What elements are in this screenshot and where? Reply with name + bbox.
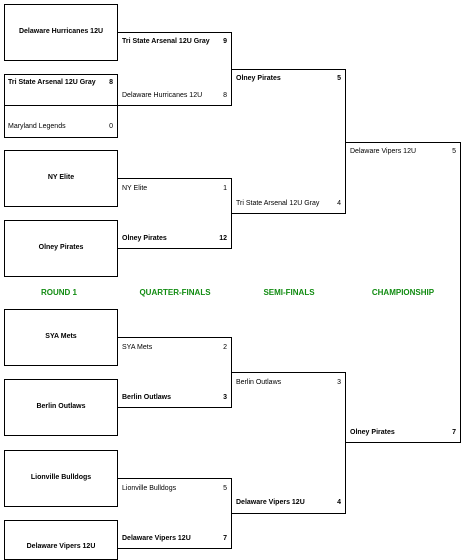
- final-team-score: 5: [452, 148, 456, 155]
- round-label-semi-finals: SEMI-FINALS: [263, 288, 315, 297]
- qf-team-score: 8: [223, 92, 227, 99]
- bracket-line: [231, 513, 345, 514]
- bracket-line: [345, 69, 346, 214]
- bracket-line: [345, 372, 346, 514]
- qf-team-name: Berlin Outlaws: [122, 394, 172, 401]
- bracket-line: [345, 442, 461, 443]
- round1-team-name: Berlin Outlaws: [36, 403, 86, 410]
- round1-match-box: [4, 379, 118, 436]
- sf-team-name: Delaware Vipers 12U: [236, 499, 305, 506]
- bracket-line: [118, 548, 232, 549]
- sf-team-score: 4: [337, 499, 341, 506]
- qf-team-name: NY Elite: [122, 185, 148, 192]
- qf-team-score: 5: [223, 485, 227, 492]
- qf-team-score: 9: [223, 38, 227, 45]
- bracket-line: [231, 69, 345, 70]
- qf-team-name: Lionville Bulldogs: [122, 485, 177, 492]
- sf-team-name: Tri State Arsenal 12U Gray: [236, 200, 320, 207]
- qf-team-name: Delaware Hurricanes 12U: [122, 92, 203, 99]
- bracket-line: [118, 478, 232, 479]
- round1-team-name: Maryland Legends: [8, 123, 66, 130]
- round1-team-name: NY Elite: [47, 174, 75, 181]
- bracket-line: [231, 372, 345, 373]
- qf-team-name: SYA Mets: [122, 344, 153, 351]
- round1-team-name: Olney Pirates: [38, 244, 84, 251]
- round1-team-score: 0: [109, 123, 113, 130]
- bracket-line: [118, 337, 232, 338]
- final-team-name: Delaware Vipers 12U: [350, 148, 417, 155]
- round1-match-box: [4, 220, 118, 277]
- round1-team-name: Lionville Bulldogs: [30, 474, 92, 481]
- round1-match-box: [4, 4, 118, 61]
- bracket-line: [345, 142, 461, 143]
- round1-team-name: Tri State Arsenal 12U Gray: [8, 79, 96, 86]
- qf-team-score: 1: [223, 185, 227, 192]
- qf-team-name: Tri State Arsenal 12U Gray: [122, 38, 210, 45]
- round1-team-score: 8: [109, 79, 113, 86]
- qf-team-score: 2: [223, 344, 227, 351]
- round1-match-box: [4, 309, 118, 366]
- bracket-line: [118, 248, 232, 249]
- round-label-round-1: ROUND 1: [40, 288, 77, 297]
- final-team-score: 7: [452, 429, 456, 436]
- round1-match-box: [4, 150, 118, 207]
- round1-match-box: [4, 520, 118, 560]
- sf-team-score: 3: [337, 379, 341, 386]
- qf-team-score: 7: [223, 535, 227, 542]
- final-team-name: Olney Pirates: [350, 429, 395, 436]
- sf-team-name: Olney Pirates: [236, 75, 281, 82]
- qf-team-name: Olney Pirates: [122, 235, 167, 242]
- sf-team-score: 4: [337, 200, 341, 207]
- round1-match-box: [4, 450, 118, 507]
- bracket-line: [460, 142, 461, 443]
- qf-team-name: Delaware Vipers 12U: [122, 535, 191, 542]
- qf-team-score: 12: [219, 235, 227, 242]
- round1-team-name: Delaware Hurricanes 12U: [18, 28, 104, 35]
- match-divider: [4, 105, 118, 106]
- round-label-championship: CHAMPIONSHIP: [371, 288, 435, 297]
- round1-team-name: Delaware Vipers 12U: [26, 543, 96, 550]
- round1-team-name: SYA Mets: [45, 333, 77, 340]
- sf-team-score: 5: [337, 75, 341, 82]
- bracket-line: [118, 178, 232, 179]
- bracket-line: [231, 213, 345, 214]
- qf-team-score: 3: [223, 394, 227, 401]
- bracket-line: [118, 105, 232, 106]
- bracket-line: [118, 32, 232, 33]
- sf-team-name: Berlin Outlaws: [236, 379, 282, 386]
- round1-match-box: [4, 74, 118, 138]
- round-label-quarter-finals: QUARTER-FINALS: [139, 288, 211, 297]
- bracket-line: [118, 407, 232, 408]
